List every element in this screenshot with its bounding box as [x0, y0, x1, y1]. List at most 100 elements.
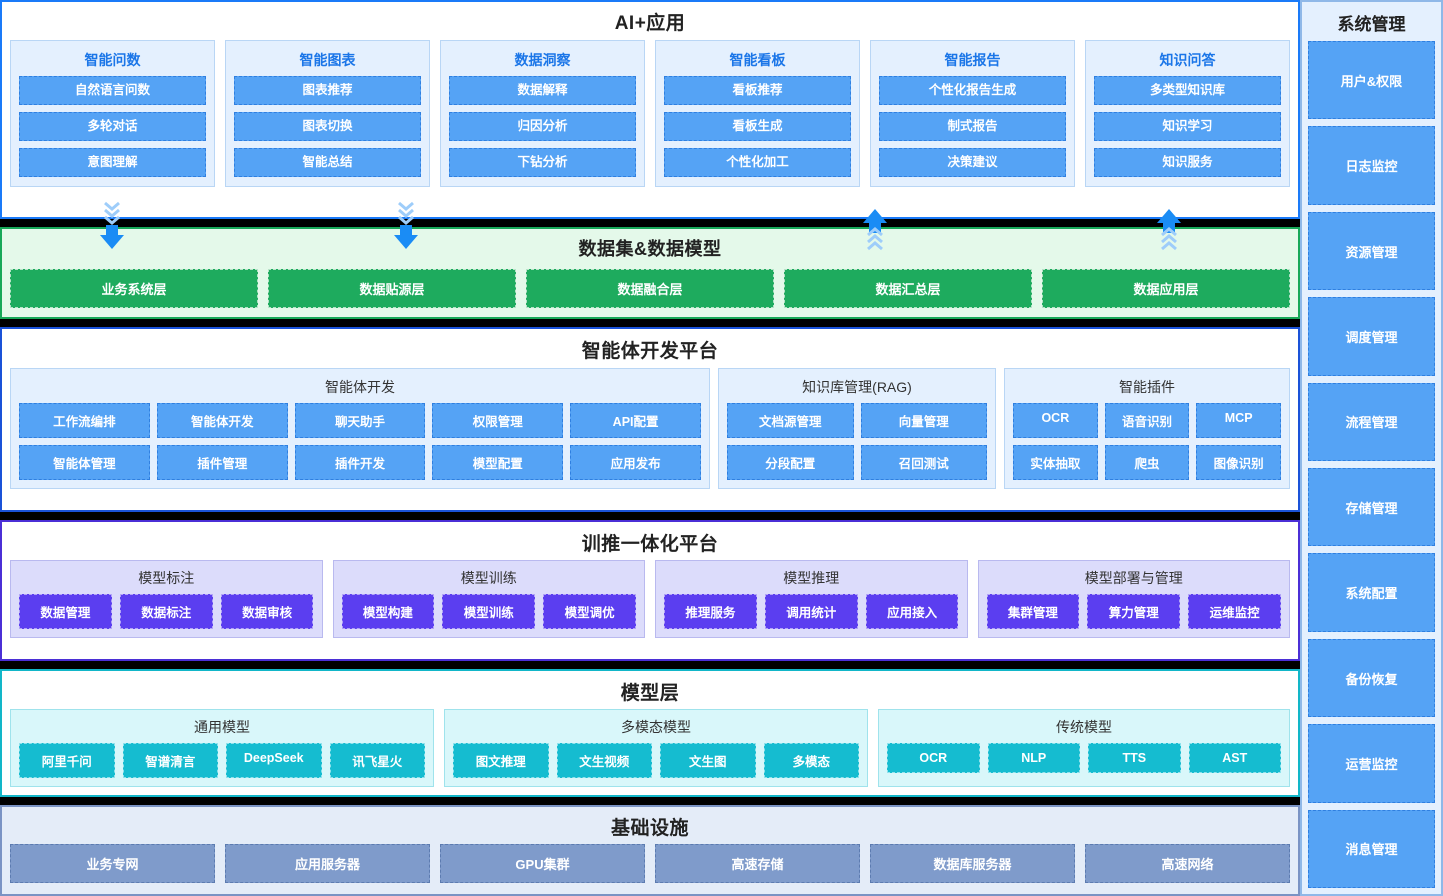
train-group-model-inference[interactable]: 模型推理 推理服务 调用统计 应用接入: [655, 559, 968, 638]
model-cell[interactable]: 讯飞星火: [329, 743, 425, 779]
rag-cell[interactable]: 分段配置: [727, 445, 854, 481]
sidebar-item-log-monitoring[interactable]: 日志监控: [1308, 126, 1435, 205]
rag-cell[interactable]: 向量管理: [860, 403, 987, 439]
data-layer-chip[interactable]: 数据汇总层: [784, 269, 1032, 309]
ai-chip[interactable]: 个性化报告生成: [879, 76, 1066, 106]
infra-cell[interactable]: GPU集群: [440, 844, 645, 884]
sidebar-item-backup-restore[interactable]: 备份恢复: [1308, 638, 1435, 718]
ai-chip[interactable]: 个性化加工: [664, 148, 851, 178]
infra-cell[interactable]: 高速网络: [1085, 844, 1290, 884]
train-cell[interactable]: 推理服务: [664, 593, 757, 629]
train-group-model-labeling[interactable]: 模型标注 数据管理 数据标注 数据审核: [10, 559, 323, 638]
infra-cell[interactable]: 业务专网: [10, 844, 215, 884]
data-layer-chip[interactable]: 数据融合层: [526, 269, 774, 309]
agent-group-rag[interactable]: 知识库管理(RAG) 文档源管理 向量管理 分段配置 召回测试: [718, 368, 996, 490]
train-cell[interactable]: 数据标注: [119, 593, 213, 629]
train-cell[interactable]: 模型调优: [543, 593, 636, 629]
ai-group-smart-query[interactable]: 智能问数 自然语言问数 多轮对话 意图理解: [10, 40, 215, 188]
agent-cell[interactable]: API配置: [570, 403, 701, 439]
agent-cell[interactable]: 聊天助手: [294, 403, 426, 439]
agent-cell[interactable]: 应用发布: [570, 445, 701, 481]
sidebar-item-storage-management[interactable]: 存储管理: [1308, 468, 1435, 547]
model-group-multimodal[interactable]: 多模态模型 图文推理 文生视频 文生图 多模态: [444, 709, 868, 788]
infra-cell[interactable]: 数据库服务器: [870, 844, 1075, 884]
model-cell[interactable]: 文生视频: [556, 743, 652, 779]
data-layer-chip[interactable]: 数据应用层: [1042, 269, 1290, 309]
ai-chip[interactable]: 归因分析: [449, 112, 636, 142]
ai-chip[interactable]: 多轮对话: [19, 112, 206, 142]
ai-chip[interactable]: 图表推荐: [234, 76, 421, 106]
train-cell[interactable]: 数据管理: [19, 593, 112, 629]
train-group-model-training[interactable]: 模型训练 模型构建 模型训练 模型调优: [332, 559, 645, 638]
agent-cell[interactable]: 插件开发: [294, 445, 426, 481]
agent-cell[interactable]: 权限管理: [432, 403, 564, 439]
sidebar-item-operation-monitoring[interactable]: 运营监控: [1308, 724, 1435, 803]
sidebar-item-system-config[interactable]: 系统配置: [1308, 553, 1435, 632]
ai-group-smart-chart[interactable]: 智能图表 图表推荐 图表切换 智能总结: [225, 40, 430, 188]
model-cell[interactable]: AST: [1188, 743, 1281, 774]
model-cell[interactable]: TTS: [1088, 743, 1181, 774]
train-cell[interactable]: 算力管理: [1087, 593, 1181, 629]
ai-chip[interactable]: 知识服务: [1094, 148, 1281, 178]
ai-chip[interactable]: 多类型知识库: [1094, 76, 1281, 106]
sidebar-item-user-permission[interactable]: 用户&权限: [1308, 41, 1435, 120]
ai-chip[interactable]: 制式报告: [879, 112, 1066, 142]
ai-group-smart-report[interactable]: 智能报告 个性化报告生成 制式报告 决策建议: [870, 40, 1075, 188]
train-cell[interactable]: 集群管理: [986, 593, 1080, 629]
model-cell[interactable]: 智谱清言: [122, 743, 218, 779]
train-cell[interactable]: 模型训练: [442, 593, 536, 629]
infra-cell[interactable]: 应用服务器: [225, 844, 430, 884]
model-cell[interactable]: 阿里千问: [19, 743, 115, 779]
train-cell[interactable]: 运维监控: [1188, 593, 1281, 629]
ai-chip[interactable]: 看板推荐: [664, 76, 851, 106]
train-cell[interactable]: 调用统计: [764, 593, 858, 629]
agent-cell[interactable]: 工作流编排: [19, 403, 150, 439]
plugin-cell[interactable]: 爬虫: [1104, 445, 1190, 481]
model-cell[interactable]: 图文推理: [453, 743, 549, 779]
model-cell[interactable]: 多模态: [763, 743, 859, 779]
agent-cell[interactable]: 智能体开发: [156, 403, 288, 439]
ai-chip[interactable]: 知识学习: [1094, 112, 1281, 142]
plugin-cell[interactable]: 语音识别: [1104, 403, 1190, 439]
ai-chip[interactable]: 意图理解: [19, 148, 206, 178]
model-cell[interactable]: 文生图: [660, 743, 756, 779]
rag-cell[interactable]: 文档源管理: [727, 403, 854, 439]
ai-chip[interactable]: 自然语言问数: [19, 76, 206, 106]
infra-cell[interactable]: 高速存储: [655, 844, 860, 884]
agent-group-plugins[interactable]: 智能插件 OCR 语音识别 MCP 实体抽取 爬虫 图像识别: [1004, 368, 1290, 490]
agent-cell[interactable]: 模型配置: [432, 445, 564, 481]
ai-group-data-insight[interactable]: 数据洞察 数据解释 归因分析 下钻分析: [440, 40, 645, 188]
plugin-cell[interactable]: OCR: [1013, 403, 1098, 439]
rag-cell[interactable]: 召回测试: [860, 445, 987, 481]
agent-cell[interactable]: 插件管理: [156, 445, 288, 481]
plugin-cell[interactable]: 实体抽取: [1013, 445, 1098, 481]
agent-cell[interactable]: 智能体管理: [19, 445, 150, 481]
train-cell[interactable]: 模型构建: [341, 593, 435, 629]
ai-group-knowledge-qa[interactable]: 知识问答 多类型知识库 知识学习 知识服务: [1085, 40, 1290, 188]
model-cell[interactable]: OCR: [887, 743, 980, 774]
sidebar-item-message-management[interactable]: 消息管理: [1308, 809, 1435, 889]
sidebar-item-resource-management[interactable]: 资源管理: [1308, 211, 1435, 291]
model-cell[interactable]: NLP: [987, 743, 1080, 774]
ai-chip[interactable]: 图表切换: [234, 112, 421, 142]
model-group-traditional[interactable]: 传统模型 OCR NLP TTS AST: [878, 709, 1290, 788]
train-cell[interactable]: 数据审核: [220, 593, 314, 629]
data-layer-chip[interactable]: 数据贴源层: [268, 269, 516, 309]
plugin-cell[interactable]: MCP: [1196, 403, 1281, 439]
ai-group-smart-dashboard[interactable]: 智能看板 看板推荐 看板生成 个性化加工: [655, 40, 860, 188]
ai-chip[interactable]: 智能总结: [234, 148, 421, 178]
ai-group-title: 数据洞察: [514, 52, 571, 68]
train-cell[interactable]: 应用接入: [865, 593, 959, 629]
ai-chip[interactable]: 数据解释: [449, 76, 636, 106]
model-cell[interactable]: DeepSeek: [226, 743, 322, 779]
agent-group-agent-dev[interactable]: 智能体开发 工作流编排 智能体开发 聊天助手 权限管理 API配置 智能体管理 …: [10, 368, 710, 490]
plugin-cell[interactable]: 图像识别: [1196, 445, 1281, 481]
model-group-general[interactable]: 通用模型 阿里千问 智谱清言 DeepSeek 讯飞星火: [10, 709, 434, 788]
sidebar-item-process-management[interactable]: 流程管理: [1308, 382, 1435, 462]
data-layer-chip[interactable]: 业务系统层: [10, 269, 258, 309]
sidebar-item-schedule-management[interactable]: 调度管理: [1308, 297, 1435, 376]
ai-chip[interactable]: 看板生成: [664, 112, 851, 142]
ai-chip[interactable]: 决策建议: [879, 148, 1066, 178]
ai-chip[interactable]: 下钻分析: [449, 148, 636, 178]
train-group-model-deploy[interactable]: 模型部署与管理 集群管理 算力管理 运维监控: [977, 559, 1290, 638]
